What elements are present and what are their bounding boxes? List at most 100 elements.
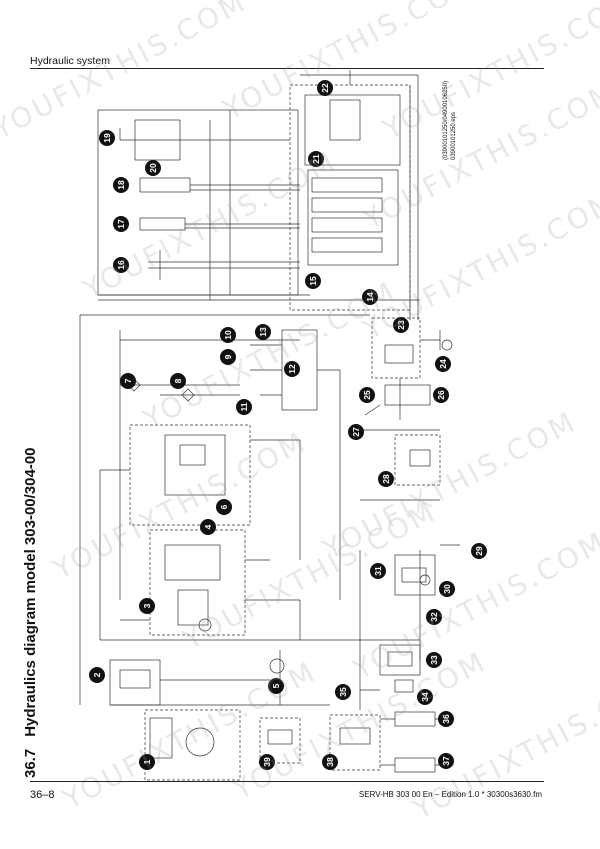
callout-marker xyxy=(139,754,155,770)
callout-23: 23 xyxy=(393,317,409,333)
callout-22: 22 xyxy=(317,80,333,96)
callout-14: 14 xyxy=(362,289,378,305)
callout-38: 38 xyxy=(322,754,338,770)
callout-25: 25 xyxy=(359,387,375,403)
callout-marker xyxy=(435,356,451,372)
callout-13: 13 xyxy=(255,324,271,340)
callout-label: 37 xyxy=(441,756,451,766)
callout-label: 13 xyxy=(258,327,268,337)
callout-7: 7 xyxy=(120,373,136,389)
callout-29: 29 xyxy=(471,543,487,559)
callout-label: 3 xyxy=(142,603,152,608)
callout-4: 4 xyxy=(200,519,216,535)
callout-marker xyxy=(417,689,433,705)
callout-21: 21 xyxy=(308,151,324,167)
callout-label: 26 xyxy=(436,390,446,400)
callout-marker xyxy=(99,130,115,146)
callout-label: 7 xyxy=(123,378,133,383)
callout-26: 26 xyxy=(433,387,449,403)
callout-marker xyxy=(236,399,252,415)
callout-16: 16 xyxy=(113,257,129,273)
callout-3: 3 xyxy=(139,598,155,614)
callout-marker xyxy=(362,289,378,305)
callout-label: 25 xyxy=(362,390,372,400)
callout-label: 34 xyxy=(420,692,430,702)
callout-marker xyxy=(113,216,129,232)
callout-label: 32 xyxy=(429,612,439,622)
callout-label: 18 xyxy=(116,180,126,190)
callout-label: 28 xyxy=(381,474,391,484)
callout-5: 5 xyxy=(268,678,284,694)
header-rule xyxy=(30,68,544,69)
callout-label: 17 xyxy=(116,219,126,229)
footer-reference: SERV-HB 303 00 En – Edition 1.0 * 30300s… xyxy=(358,790,542,799)
callout-label: 29 xyxy=(474,546,484,556)
callout-marker xyxy=(317,80,333,96)
callout-8: 8 xyxy=(170,373,186,389)
callout-marker xyxy=(259,754,275,770)
callout-15: 15 xyxy=(305,273,321,289)
callout-marker xyxy=(284,361,300,377)
callout-2: 2 xyxy=(89,667,105,683)
callout-marker xyxy=(359,387,375,403)
callout-label: 38 xyxy=(325,757,335,767)
callout-33: 33 xyxy=(426,652,442,668)
callout-17: 17 xyxy=(113,216,129,232)
callout-marker xyxy=(220,327,236,343)
page-number: 36–8 xyxy=(30,789,55,801)
callout-39: 39 xyxy=(259,754,275,770)
section-header: Hydraulic system xyxy=(30,55,110,67)
callout-label: 31 xyxy=(373,566,383,576)
callout-11: 11 xyxy=(236,399,252,415)
callout-label: 1 xyxy=(142,759,152,764)
callout-18: 18 xyxy=(113,177,129,193)
callout-marker xyxy=(216,499,232,515)
callout-label: 33 xyxy=(429,655,439,665)
callout-marker xyxy=(433,387,449,403)
callout-label: 39 xyxy=(262,757,272,767)
callout-marker xyxy=(393,317,409,333)
callout-marker xyxy=(268,678,284,694)
callout-35: 35 xyxy=(335,684,351,700)
callout-marker xyxy=(438,753,454,769)
callout-label: 11 xyxy=(239,402,249,411)
callout-marker xyxy=(170,373,186,389)
callout-label: 21 xyxy=(311,154,321,164)
callout-marker xyxy=(145,160,161,176)
callout-label: 22 xyxy=(320,83,330,93)
callout-28: 28 xyxy=(378,471,394,487)
callout-label: 5 xyxy=(271,683,281,688)
callout-label: 20 xyxy=(148,163,158,173)
callout-label: 8 xyxy=(173,378,183,383)
callout-label: 24 xyxy=(438,359,448,369)
callout-marker xyxy=(378,471,394,487)
callout-marker xyxy=(139,598,155,614)
footer-rule xyxy=(30,781,544,782)
callout-marker xyxy=(426,652,442,668)
callout-marker xyxy=(426,609,442,625)
callout-marker xyxy=(120,373,136,389)
callout-label: 19 xyxy=(102,133,112,143)
callout-label: 12 xyxy=(287,364,297,374)
callout-20: 20 xyxy=(145,160,161,176)
callout-27: 27 xyxy=(348,424,364,440)
callout-label: 35 xyxy=(338,687,348,697)
callout-label: 4 xyxy=(203,524,213,529)
callout-marker xyxy=(255,324,271,340)
callout-marker xyxy=(113,257,129,273)
callout-24: 24 xyxy=(435,356,451,372)
callout-label: 2 xyxy=(92,672,102,677)
callout-marker xyxy=(200,519,216,535)
callout-label: 10 xyxy=(223,330,233,340)
callout-1: 1 xyxy=(139,754,155,770)
callout-marker xyxy=(220,349,236,365)
callout-marker xyxy=(348,424,364,440)
schematic-lines xyxy=(79,70,460,781)
callout-30: 30 xyxy=(439,581,455,597)
callout-10: 10 xyxy=(220,327,236,343)
watermark-text: YOUFIXTHIS.COM xyxy=(0,0,252,147)
callout-marker xyxy=(305,273,321,289)
callout-marker xyxy=(471,543,487,559)
